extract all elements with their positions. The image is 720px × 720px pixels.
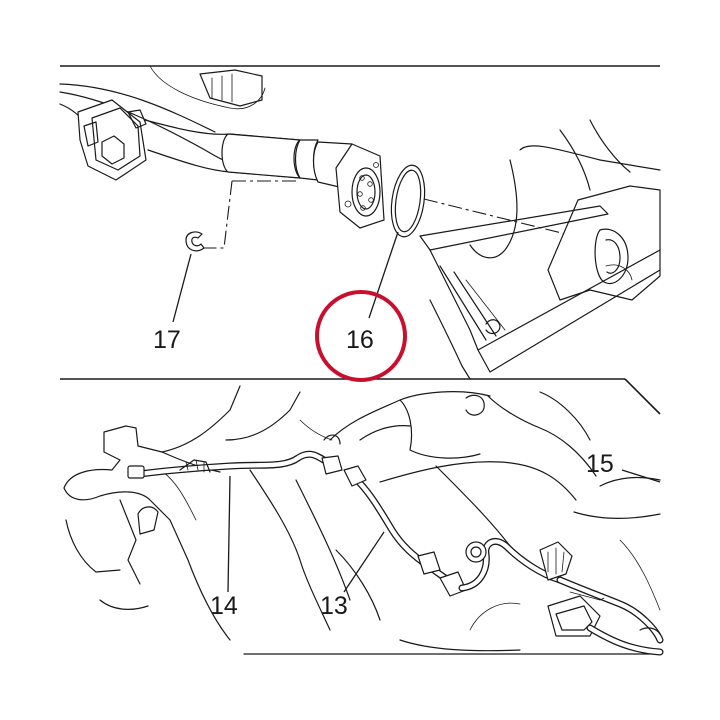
upper-housing-curve-1: [59, 91, 229, 163]
leader-15: [621, 469, 661, 483]
frame-outline: [63, 385, 661, 655]
upper-housing-block-ribs: [211, 73, 233, 103]
callout-15: 15: [586, 450, 614, 478]
wire-harness-13: [343, 465, 664, 656]
leader-17: [172, 253, 192, 323]
mounting-bracket: [419, 119, 661, 380]
upper-panel: [59, 65, 661, 380]
frame-divider-corner: [624, 378, 661, 415]
alignment-line-oring: [423, 198, 591, 241]
callout-14: 14: [210, 592, 238, 620]
upper-left-connector: [77, 99, 147, 181]
highlight-circle[interactable]: [315, 290, 407, 382]
callout-17: 17: [153, 326, 181, 354]
round-connector: [294, 139, 385, 229]
lower-panel: [63, 385, 664, 656]
upper-housing-curve-3: [149, 65, 266, 110]
leader-14: [227, 475, 231, 593]
upper-housing-block: [199, 69, 263, 107]
cable-sleeve: [221, 133, 301, 179]
wire-harness-14: [127, 450, 343, 479]
upper-housing-curve-2: [59, 83, 216, 133]
retaining-clip: [185, 231, 205, 252]
leader-13: [343, 531, 385, 593]
callout-13: 13: [320, 592, 348, 620]
alignment-line-clip: [204, 180, 233, 249]
o-ring: [390, 164, 426, 238]
callout-16: 16: [346, 326, 374, 354]
leader-16: [368, 231, 399, 319]
